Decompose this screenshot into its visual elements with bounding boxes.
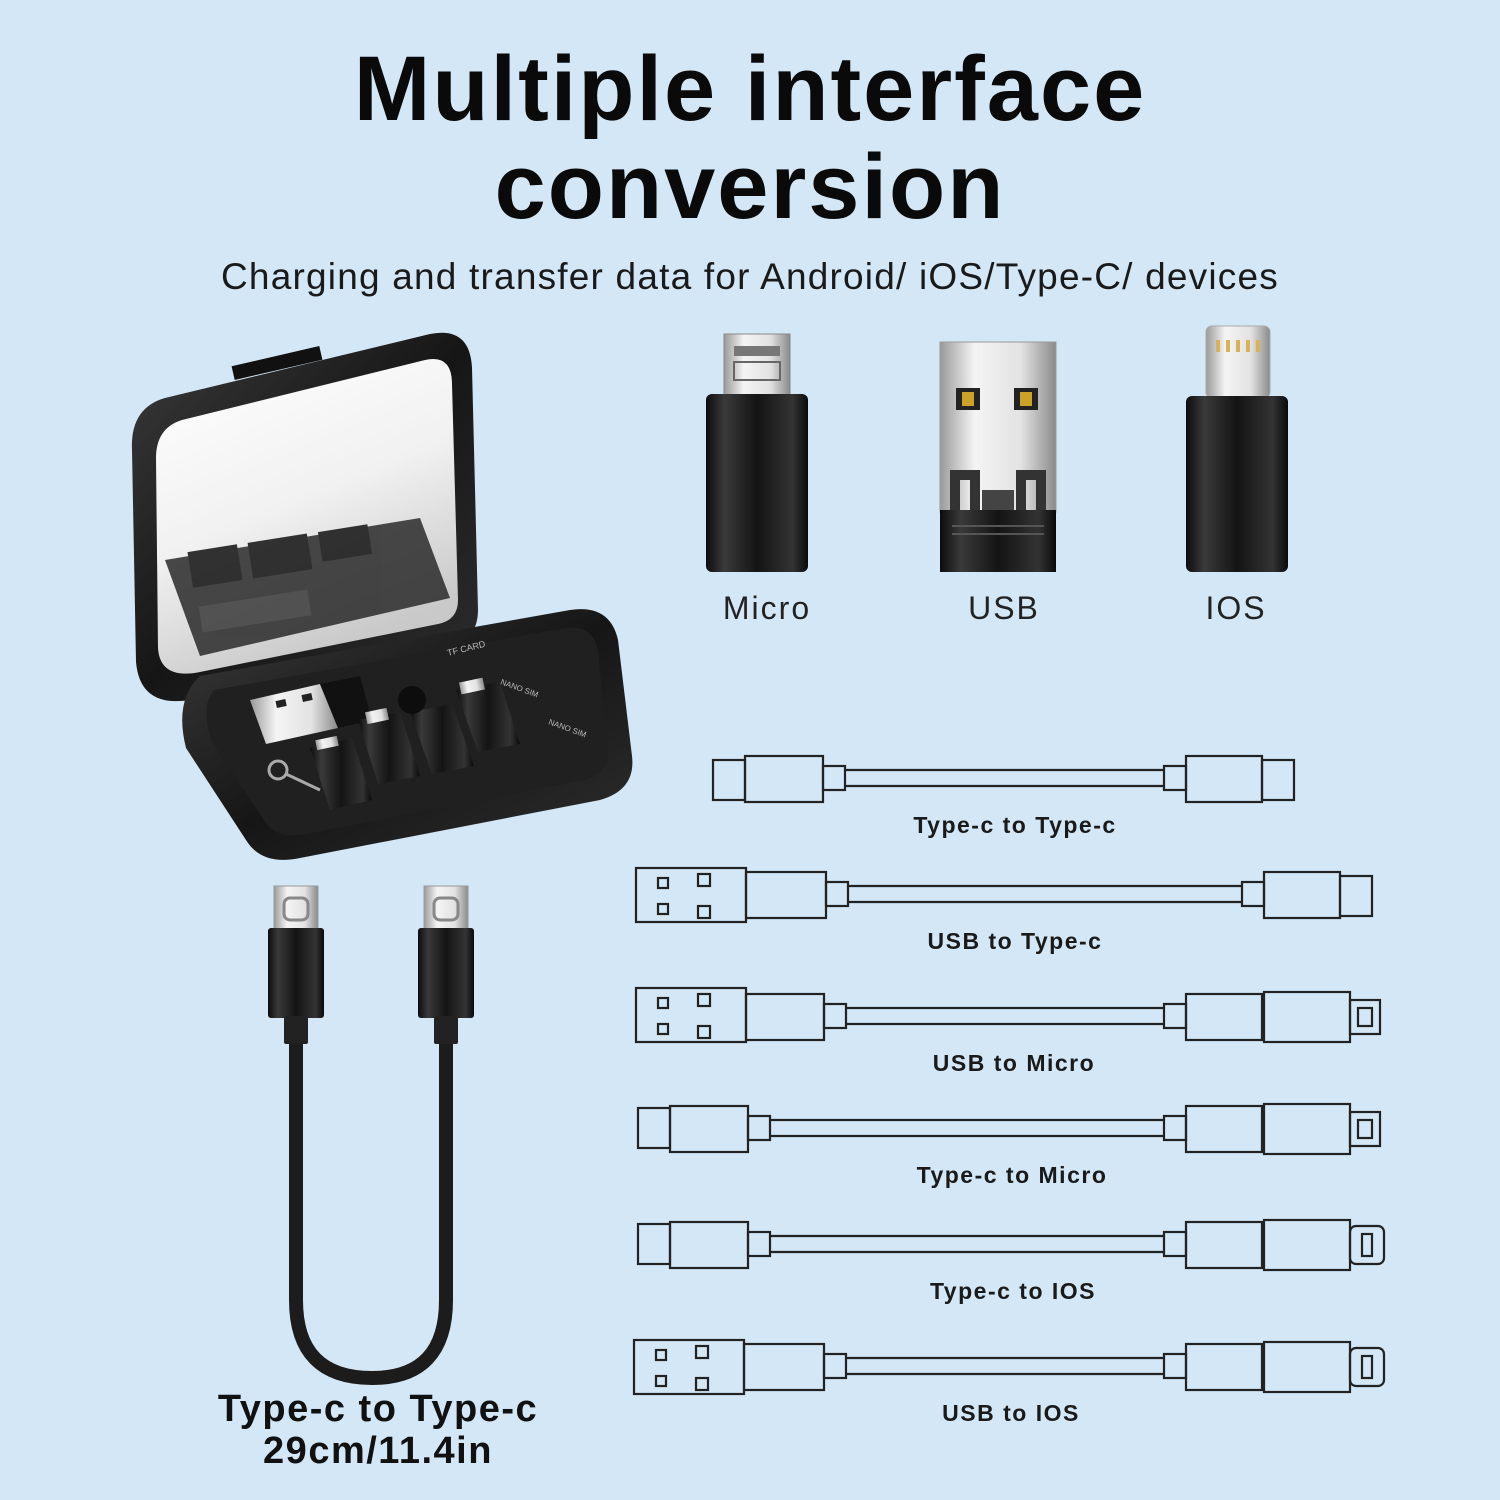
cable-label-type-c-to-ios: Type-c to IOS <box>929 1278 1097 1304</box>
page-title: Multiple interface conversion <box>0 40 1500 236</box>
featured-type-c-cable <box>268 885 474 1386</box>
featured-cable-name: Type-c to Type-c <box>217 1388 539 1430</box>
micro-adapter <box>706 333 808 572</box>
cable-diagram-type-c-to-type-c <box>711 754 1296 804</box>
cable-diagram-usb-to-ios <box>632 1338 1386 1396</box>
title-line-1: Multiple interface <box>353 38 1147 140</box>
cable-label-usb-to-type-c: USB to Type-c <box>927 928 1103 954</box>
cable-diagrams <box>632 754 1386 1396</box>
adapter-label-usb: USB <box>968 590 1040 626</box>
usb-adapter <box>939 341 1057 572</box>
cable-diagram-usb-to-type-c <box>634 866 1374 924</box>
cable-label-usb-to-ios: USB to IOS <box>942 1400 1080 1426</box>
ios-adapter <box>1186 325 1288 572</box>
title-line-2: conversion <box>494 136 1006 238</box>
cable-diagram-type-c-to-ios <box>636 1218 1386 1272</box>
cable-label-type-c-to-micro: Type-c to Micro <box>916 1162 1108 1188</box>
adapter-label-ios: IOS <box>1205 590 1267 626</box>
page-subtitle: Charging and transfer data for Android/ … <box>221 256 1279 297</box>
cable-diagram-type-c-to-micro <box>636 1102 1382 1156</box>
cable-label-usb-to-micro: USB to Micro <box>932 1050 1096 1076</box>
cable-label-type-c-to-type-c: Type-c to Type-c <box>913 812 1117 838</box>
featured-cable-length: 29cm/11.4in <box>263 1430 493 1472</box>
case-lid <box>131 332 478 702</box>
featured-cable-caption: Type-c to Type-c 29cm/11.4in <box>178 1388 578 1472</box>
adapter-storage-case: TF CARD NANO SIM NANO SIM <box>131 332 633 860</box>
case-base: TF CARD NANO SIM NANO SIM <box>182 609 633 860</box>
cable-diagram-usb-to-micro <box>634 986 1382 1044</box>
adapter-label-micro: Micro <box>722 590 812 626</box>
